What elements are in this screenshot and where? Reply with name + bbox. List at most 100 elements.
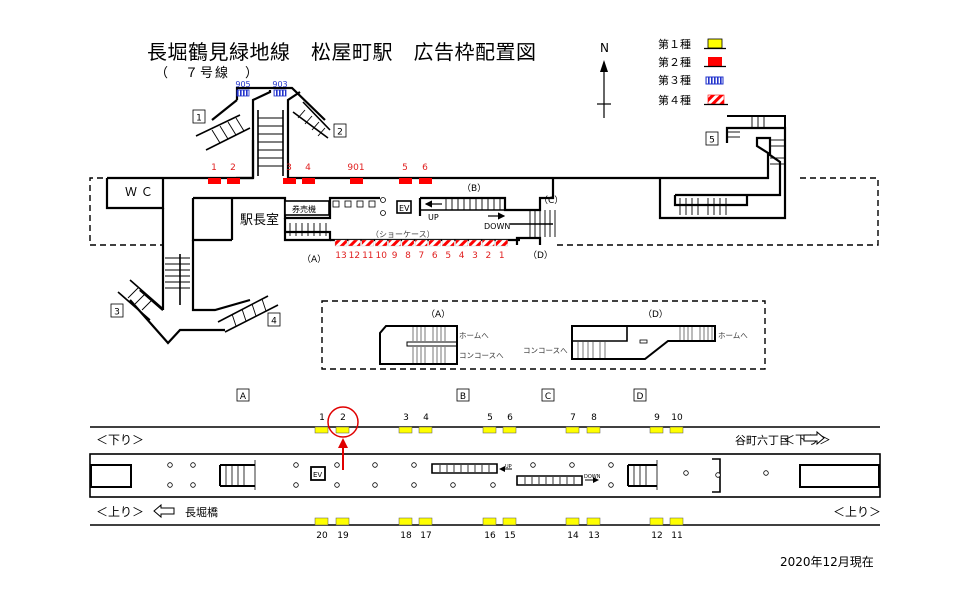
detail-d-to-platform: ホームへ xyxy=(718,331,748,340)
panel-number: 13 xyxy=(588,531,599,541)
platform-stair-marker-b: B xyxy=(456,388,470,402)
concourse-stairs xyxy=(117,101,786,333)
panel-number: 1 xyxy=(499,251,505,261)
pillar xyxy=(334,482,340,488)
svg-text:第３種: 第３種 xyxy=(658,73,691,87)
type2-panel: 5 xyxy=(399,163,412,184)
type3-panel: 903 xyxy=(272,80,288,97)
pillar xyxy=(334,462,340,468)
up-panel-11: 11 xyxy=(669,517,684,541)
panel-number: 5 xyxy=(402,163,408,173)
exit-marker-1: 1 xyxy=(192,109,206,124)
stair-label-d: （D） xyxy=(528,250,553,261)
type2-panel: 2 xyxy=(227,163,240,184)
panel-number: 11 xyxy=(362,251,373,261)
up-direction-label: ＜上り＞ xyxy=(96,505,144,519)
panel-number: 14 xyxy=(567,531,579,541)
pillar xyxy=(293,482,299,488)
type4-panel: 6 xyxy=(428,239,441,261)
down-panel-4: 4 xyxy=(418,413,433,434)
svg-text:DOWN: DOWN xyxy=(484,222,510,231)
ticket-machine: 券売機 xyxy=(284,200,330,216)
panel-number: 3 xyxy=(286,163,292,173)
detail-stair-a xyxy=(379,325,458,365)
concourse-escalator-down: DOWN xyxy=(484,212,510,231)
room-wc: Ｗ Ｃ xyxy=(125,185,153,199)
panel-number: 4 xyxy=(305,163,311,173)
type4-panel: 10 xyxy=(375,239,388,261)
exit-marker-5: 5 xyxy=(705,131,719,146)
stair-marker-label: B xyxy=(460,392,466,402)
type4-panel: 12 xyxy=(348,239,361,261)
pillar xyxy=(372,462,378,468)
pillar xyxy=(608,482,614,488)
type4-panel: 1 xyxy=(495,239,508,261)
panel-number: 18 xyxy=(400,531,412,541)
down-direction-arrow-icon xyxy=(803,430,825,446)
svg-text:EV: EV xyxy=(399,204,410,213)
panel-number: 17 xyxy=(420,531,431,541)
platform-end-structure-right xyxy=(799,464,880,488)
panel-number: 15 xyxy=(504,531,515,541)
panel-number: 19 xyxy=(337,531,349,541)
svg-text:第１種: 第１種 xyxy=(658,37,691,51)
up-panel-18: 18 xyxy=(398,517,413,541)
exit-number: 4 xyxy=(271,317,277,327)
panel-number: 7 xyxy=(570,413,576,423)
pillar xyxy=(683,470,689,476)
pillar xyxy=(490,482,496,488)
platform-elevator: EV xyxy=(310,466,326,481)
detail-label-d: （D） xyxy=(643,309,668,320)
type3-panel: 905 xyxy=(235,80,251,97)
panel-number: 4 xyxy=(423,413,429,423)
platform-stair-d xyxy=(627,464,657,487)
detail-a-to-concourse: コンコースへ xyxy=(459,351,504,360)
exit-marker-3: 3 xyxy=(110,303,124,318)
panel-number: 2 xyxy=(230,163,236,173)
svg-text:券売機: 券売機 xyxy=(292,204,316,214)
legend-item-type2: 第２種 xyxy=(658,55,726,69)
up-direction-arrow-icon xyxy=(153,503,175,519)
type4-panel: 13 xyxy=(334,239,348,261)
detail-a-to-platform: ホームへ xyxy=(459,331,489,340)
down-panel-9: 9 xyxy=(649,413,664,434)
panel-number: 903 xyxy=(272,80,287,89)
stair-label-b: （B） xyxy=(462,183,486,194)
pillar xyxy=(293,462,299,468)
type4-panel: 2 xyxy=(482,239,495,261)
svg-text:Ｗ Ｃ: Ｗ Ｃ xyxy=(125,185,153,199)
type2-panel: 1 xyxy=(208,163,221,184)
type2-panel: 6 xyxy=(419,163,432,184)
stair-c xyxy=(510,210,556,237)
pillar xyxy=(608,462,614,468)
down-panel-6: 6 xyxy=(502,413,517,434)
panel-number: 8 xyxy=(405,251,411,261)
panel-number: 9 xyxy=(654,413,660,423)
north-compass-icon: N xyxy=(597,41,611,118)
up-direction-label-right: ＜上り＞ xyxy=(833,505,881,519)
panel-number: 6 xyxy=(507,413,513,423)
pillar xyxy=(372,482,378,488)
stair-marker-label: D xyxy=(637,392,644,402)
down-destination: 谷町六丁目 xyxy=(735,434,790,447)
pillars xyxy=(167,462,769,488)
svg-text:DOWN: DOWN xyxy=(584,474,601,480)
exit-number: 2 xyxy=(337,128,343,138)
up-panel-16: 16 xyxy=(482,517,497,541)
platform-escalator-up xyxy=(431,463,498,474)
type3-panels: 905 903 xyxy=(235,80,288,97)
svg-text:第２種: 第２種 xyxy=(658,55,691,69)
panel-number: 12 xyxy=(651,531,662,541)
type4-panel: 7 xyxy=(415,239,428,261)
type4-panel: 9 xyxy=(388,239,401,261)
platform-stair-marker-d: D xyxy=(633,388,647,402)
svg-text:UP: UP xyxy=(505,464,512,470)
panel-number: 3 xyxy=(472,251,478,261)
showcase-label: （ショーケース） xyxy=(371,230,435,239)
exit-number: 3 xyxy=(114,308,120,318)
